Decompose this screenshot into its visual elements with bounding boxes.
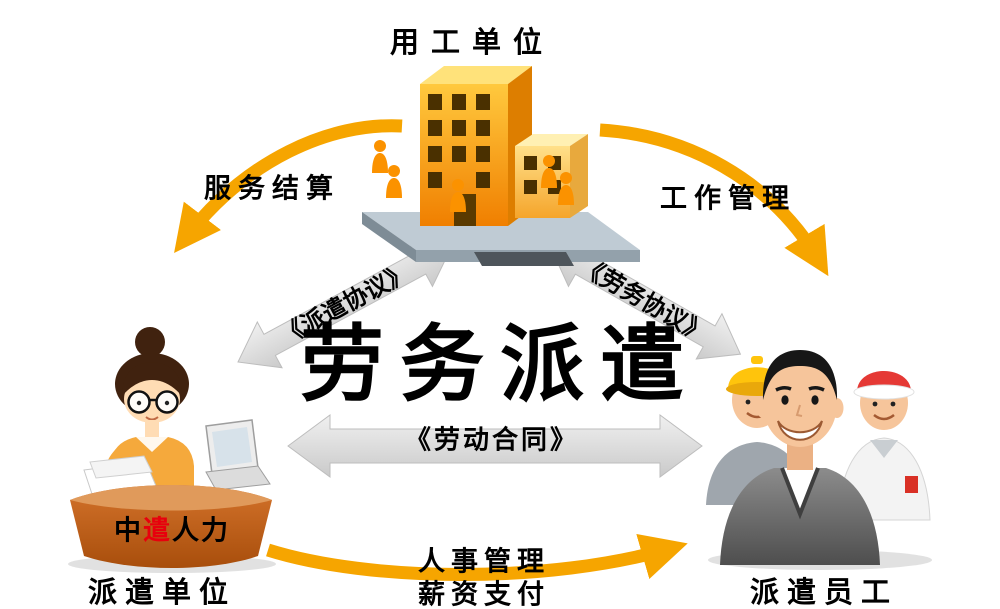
arrow-service-settlement bbox=[174, 119, 403, 254]
salary-payment-label: 薪资支付 bbox=[418, 579, 550, 609]
arrow-labor-contract bbox=[287, 414, 703, 478]
desk-brand-part-red: 遣 bbox=[143, 515, 172, 547]
dispatch-unit-illustration bbox=[68, 327, 276, 573]
work-management-label: 工作管理 bbox=[660, 183, 796, 215]
arrow-work-management bbox=[599, 123, 829, 277]
building-people-icons bbox=[372, 140, 574, 212]
arrow-hr-salary bbox=[266, 533, 688, 581]
employer-building-illustration bbox=[362, 66, 640, 266]
worker-suit-icon bbox=[720, 350, 880, 565]
employer-node-label: 用工单位 bbox=[389, 25, 555, 59]
desk-brand-text: 中遣人力 bbox=[114, 509, 230, 548]
desk-brand-part-black2: 人力 bbox=[172, 515, 230, 547]
dispatched-workers-node-label: 派遣员工 bbox=[749, 575, 899, 609]
diagram-title: 劳务派遣 bbox=[299, 314, 701, 414]
labor-contract-label: 《劳动合同》 bbox=[404, 425, 580, 456]
service-settlement-label: 服务结算 bbox=[204, 173, 340, 205]
hr-management-label: 人事管理 bbox=[418, 546, 550, 578]
dispatch-unit-node-label: 派遣单位 bbox=[87, 575, 237, 609]
desk-brand-part-black1: 中 bbox=[114, 515, 143, 547]
dispatched-workers-illustration bbox=[706, 350, 932, 570]
